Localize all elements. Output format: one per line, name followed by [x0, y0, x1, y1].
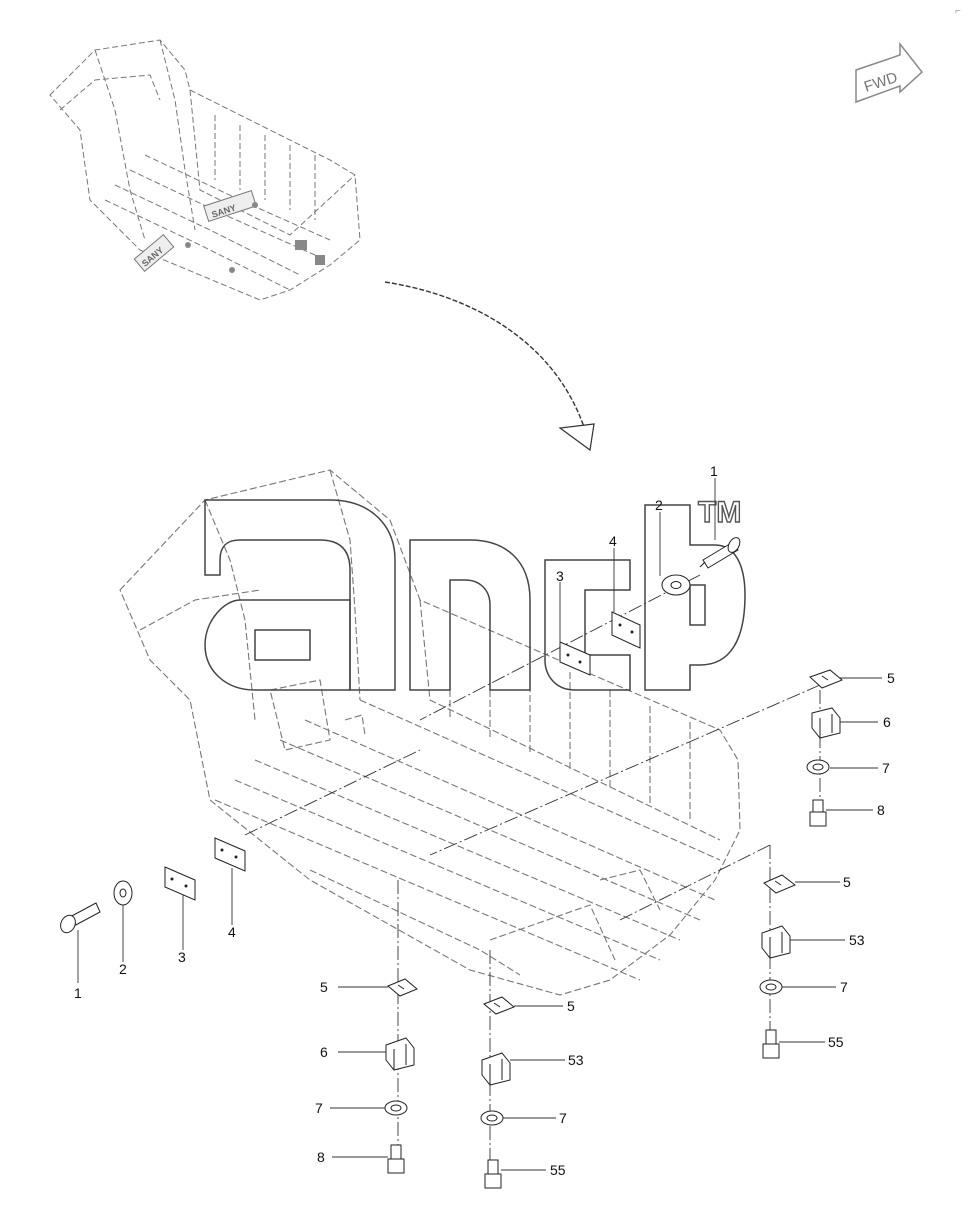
- washer-part-icon: [384, 1100, 408, 1116]
- callout-shim-3-top: 3: [556, 568, 564, 584]
- fwd-arrow-icon: FWD: [855, 41, 924, 104]
- pin-part-icon: [60, 902, 101, 934]
- callout-shim-4-left: 4: [228, 924, 236, 940]
- pin-part-icon: [699, 537, 741, 569]
- washer-part-icon: [759, 979, 783, 995]
- callout-plate-bottom-left: 5: [320, 979, 328, 995]
- callout-bolt-right-a: 8: [877, 802, 885, 818]
- callout-plate-right-b: 5: [843, 874, 851, 890]
- callout-bracket-bottom-left: 6: [320, 1044, 328, 1060]
- washer-part-icon: [806, 759, 830, 775]
- callout-washer-bottom-left: 7: [315, 1100, 323, 1116]
- plate-part-icon: [483, 996, 515, 1015]
- bracket-part-icon: [811, 707, 841, 739]
- bolt-part-icon: [387, 1144, 405, 1174]
- bolt-part-icon: [809, 799, 827, 827]
- overview-thumbnail: [49, 39, 361, 301]
- bracket-part-icon: [481, 1052, 511, 1086]
- callout-pin-top: 1: [710, 463, 718, 479]
- plate-part-icon: [809, 669, 843, 689]
- callout-plate-right-a: 5: [887, 670, 895, 686]
- callout-bracket-right-b: 53: [849, 932, 865, 948]
- callout-bolt-bottom-left: 8: [317, 1149, 325, 1165]
- washer-part-icon: [661, 574, 691, 596]
- callout-washer-right-b: 7: [840, 979, 848, 995]
- thumbnail-details: [185, 202, 325, 273]
- leader-lines: [77, 478, 882, 1171]
- bolt-part-icon: [484, 1159, 502, 1189]
- washer-part-icon: [480, 1110, 504, 1126]
- callout-pin-left: 1: [74, 985, 82, 1001]
- bracket-part-icon: [385, 1037, 415, 1071]
- sany-brand-marks: SANY SANY: [133, 190, 257, 273]
- callout-bracket-right-a: 6: [883, 714, 891, 730]
- callout-washer-left: 2: [119, 961, 127, 977]
- shim-plate-part-icon: [164, 866, 196, 901]
- callout-bolt-bottom-center: 55: [550, 1162, 566, 1178]
- shim-plate-part-icon: [559, 641, 591, 676]
- callout-plate-bottom-center: 5: [567, 998, 575, 1014]
- zoom-arrow-icon: [384, 281, 586, 431]
- zoom-arrowhead: [558, 423, 595, 452]
- shim-plate-part-icon: [214, 837, 246, 872]
- bolt-part-icon: [762, 1029, 780, 1059]
- svg-text:⌐: ⌐: [955, 6, 961, 17]
- plate-part-icon: [763, 874, 796, 894]
- washer-part-icon: [113, 880, 133, 906]
- watermark-logo: [204, 499, 746, 691]
- callout-washer-top: 2: [655, 497, 663, 513]
- callout-washer-bottom-center: 7: [559, 1110, 567, 1126]
- callout-bolt-right-b: 55: [828, 1034, 844, 1050]
- callout-shim-4-top: 4: [609, 533, 617, 549]
- callout-washer-right-a: 7: [882, 760, 890, 776]
- watermark-tm: TM: [698, 496, 741, 529]
- plate-part-icon: [387, 978, 418, 997]
- callout-labels: 1 2 3 4 5 6 7 8 5 53 7 55 1 2 3 4 5 6 7 …: [74, 463, 895, 1178]
- callout-bracket-bottom-center: 53: [568, 1052, 584, 1068]
- shim-plate-part-icon: [611, 611, 641, 649]
- bracket-part-icon: [761, 925, 791, 959]
- dump-body-main: [119, 469, 741, 996]
- callout-shim-3-left: 3: [178, 949, 186, 965]
